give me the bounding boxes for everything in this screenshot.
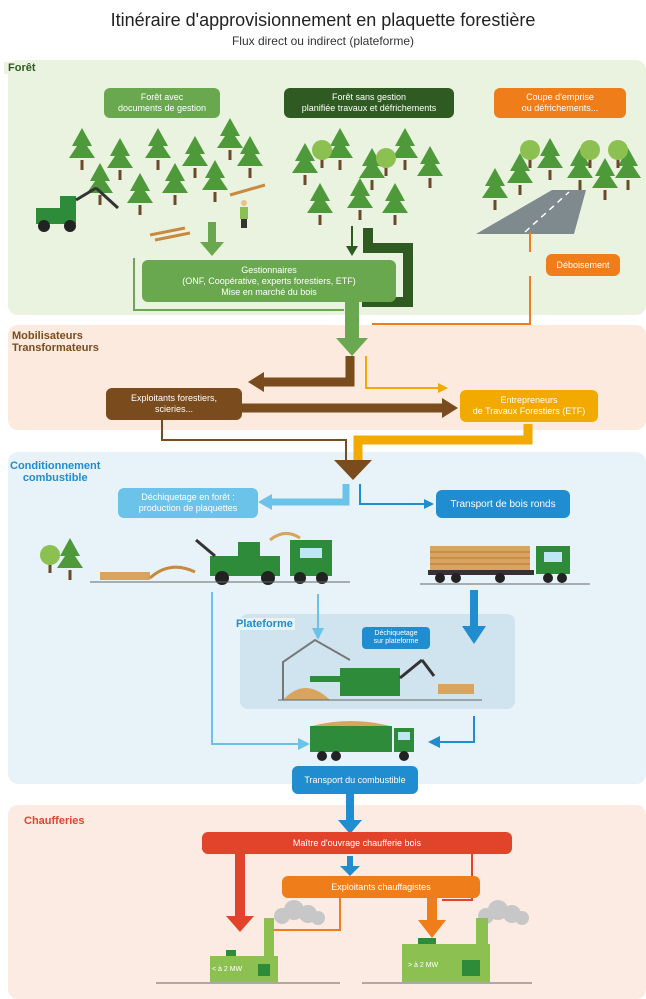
forwarder-machine bbox=[36, 186, 120, 232]
page-title: Itinéraire d'approvisionnement en plaque… bbox=[110, 10, 536, 30]
node-foret-sans: Forêt sans gestion planifiée travaux et … bbox=[284, 88, 454, 118]
large-plant-label: > à 2 MW bbox=[408, 962, 439, 969]
node-exploitants: Exploitants forestiers, scieries... bbox=[106, 388, 242, 420]
node-transport-bois: Transport de bois ronds bbox=[436, 490, 570, 518]
node-deboisement: Déboisement bbox=[546, 254, 620, 276]
node-gestionnaires: Gestionnaires (ONF, Coopérative, experts… bbox=[142, 260, 396, 302]
node-dechiquetage-plateforme: Déchiquetage sur plateforme bbox=[362, 627, 430, 649]
lumberjack bbox=[240, 200, 248, 228]
small-plant-building bbox=[156, 918, 340, 984]
platform-scene bbox=[278, 638, 482, 701]
large-plant-building bbox=[362, 918, 532, 984]
node-entrepreneurs: Entrepreneurs de Travaux Forestiers (ETF… bbox=[460, 390, 598, 422]
node-coupe: Coupe d'emprise ou défrichements... bbox=[494, 88, 626, 118]
platform-label: Plateforme bbox=[234, 618, 295, 630]
page-subtitle: Flux direct ou indirect (plateforme) bbox=[231, 34, 415, 48]
node-foret-avec: Forêt avec documents de gestion bbox=[104, 88, 220, 118]
node-dechiquetage-foret: Déchiquetage en forêt : production de pl… bbox=[118, 488, 258, 518]
logs-left bbox=[149, 183, 266, 242]
small-plant-label: < à 2 MW bbox=[212, 966, 243, 973]
log-truck bbox=[420, 546, 590, 585]
chipping-scene bbox=[40, 532, 350, 585]
chip-truck bbox=[310, 721, 414, 761]
forest-trees-middle bbox=[292, 128, 443, 225]
node-exploitants-chauffagistes: Exploitants chauffagistes bbox=[282, 876, 480, 898]
node-maitre-ouvrage: Maître d'ouvrage chaufferie bois bbox=[202, 832, 512, 854]
section-label-chaufferies: Chaufferies bbox=[24, 815, 85, 827]
section-label-conditionnement: Conditionnement combustible bbox=[10, 460, 101, 484]
smoke-clouds bbox=[274, 900, 529, 925]
forest-trees-left bbox=[69, 118, 263, 215]
section-label-mobilisateurs: Mobilisateurs Transformateurs bbox=[12, 330, 99, 354]
section-label-foret: Forêt bbox=[4, 62, 40, 74]
node-transport-combustible: Transport du combustible bbox=[292, 766, 418, 794]
